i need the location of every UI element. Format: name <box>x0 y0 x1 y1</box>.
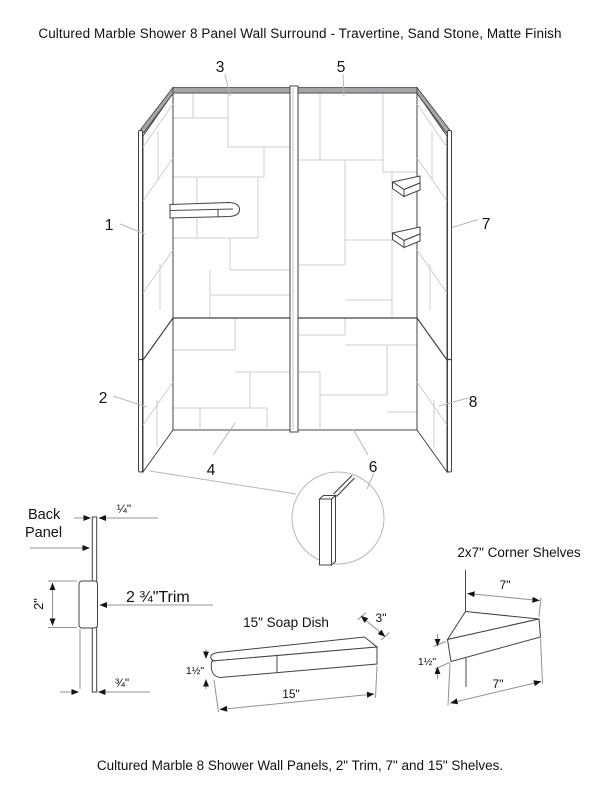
part-label-1: 1 <box>105 217 114 234</box>
corner-shelf-installed-upper <box>391 175 421 198</box>
trim-front-face <box>319 498 332 566</box>
left-front-trim <box>138 130 143 473</box>
corner-shelf-installed-lower <box>391 226 421 249</box>
soap-dish-height-dim: 1½" <box>186 665 205 677</box>
center-trim-strip <box>289 85 299 433</box>
corner-shelf-height-dim: 1½" <box>418 656 437 668</box>
back-panel-label-line1: Back <box>28 507 61 523</box>
tile-joints-left-side <box>142 103 174 447</box>
corner-shelf-top-dim: 7" <box>500 578 511 592</box>
trim-label: 2 ¾"Trim <box>126 589 190 606</box>
soap-dish-front-face <box>210 646 378 679</box>
back-panel-label-line2: Panel <box>25 525 62 541</box>
back-panel-detail: Back Panel ¼" 2" 2 ¾"Trim ¾" <box>25 502 213 695</box>
part-label-7: 7 <box>482 216 491 233</box>
tile-joints-right-side <box>416 103 448 447</box>
right-panel-top-edge <box>416 86 451 134</box>
right-front-trim <box>447 130 452 473</box>
trim-side-face <box>331 494 336 567</box>
corner-shelf-front-face <box>446 618 542 663</box>
left-panel-top-edge <box>139 86 174 134</box>
trim-thickness-dim: ¾" <box>115 676 129 690</box>
part-label-2: 2 <box>99 390 108 407</box>
main-assembly-view: 1 2 3 4 5 6 7 8 <box>99 59 491 567</box>
part-label-6: 6 <box>369 459 378 476</box>
panel-thickness-dim: ¼" <box>117 502 131 516</box>
diagram-caption: Cultured Marble 8 Shower Wall Panels, 2"… <box>96 758 504 773</box>
trim-height-dim: 2" <box>31 598 46 610</box>
page-title: Cultured Marble Shower 8 Panel Wall Surr… <box>38 26 562 41</box>
corner-shelf-bottom-dim: 7" <box>493 677 504 691</box>
soap-dish-depth-dim: 3" <box>376 611 387 625</box>
part-label-5: 5 <box>337 59 346 76</box>
soap-dish-detail: 15" Soap Dish 3" 1½" 15" <box>186 611 390 713</box>
part-label-4: 4 <box>207 462 216 479</box>
part-label-3: 3 <box>216 59 225 76</box>
corner-shelves-detail: 2x7" Corner Shelves 7" 1½" 7" <box>418 545 581 706</box>
part-label-8: 8 <box>469 394 478 411</box>
corner-shelves-title: 2x7" Corner Shelves <box>457 545 581 560</box>
part-labels: 1 2 3 4 5 6 7 8 <box>99 59 491 479</box>
left-side-panel <box>142 91 174 474</box>
trim-section <box>78 580 98 629</box>
soap-dish-length-dim: 15" <box>282 687 300 701</box>
soap-dish-installed <box>169 201 241 219</box>
trim-detail-circle <box>149 470 385 567</box>
right-side-panel <box>416 91 448 474</box>
tile-joints-back-right <box>298 93 417 430</box>
soap-dish-title: 15" Soap Dish <box>243 615 329 630</box>
